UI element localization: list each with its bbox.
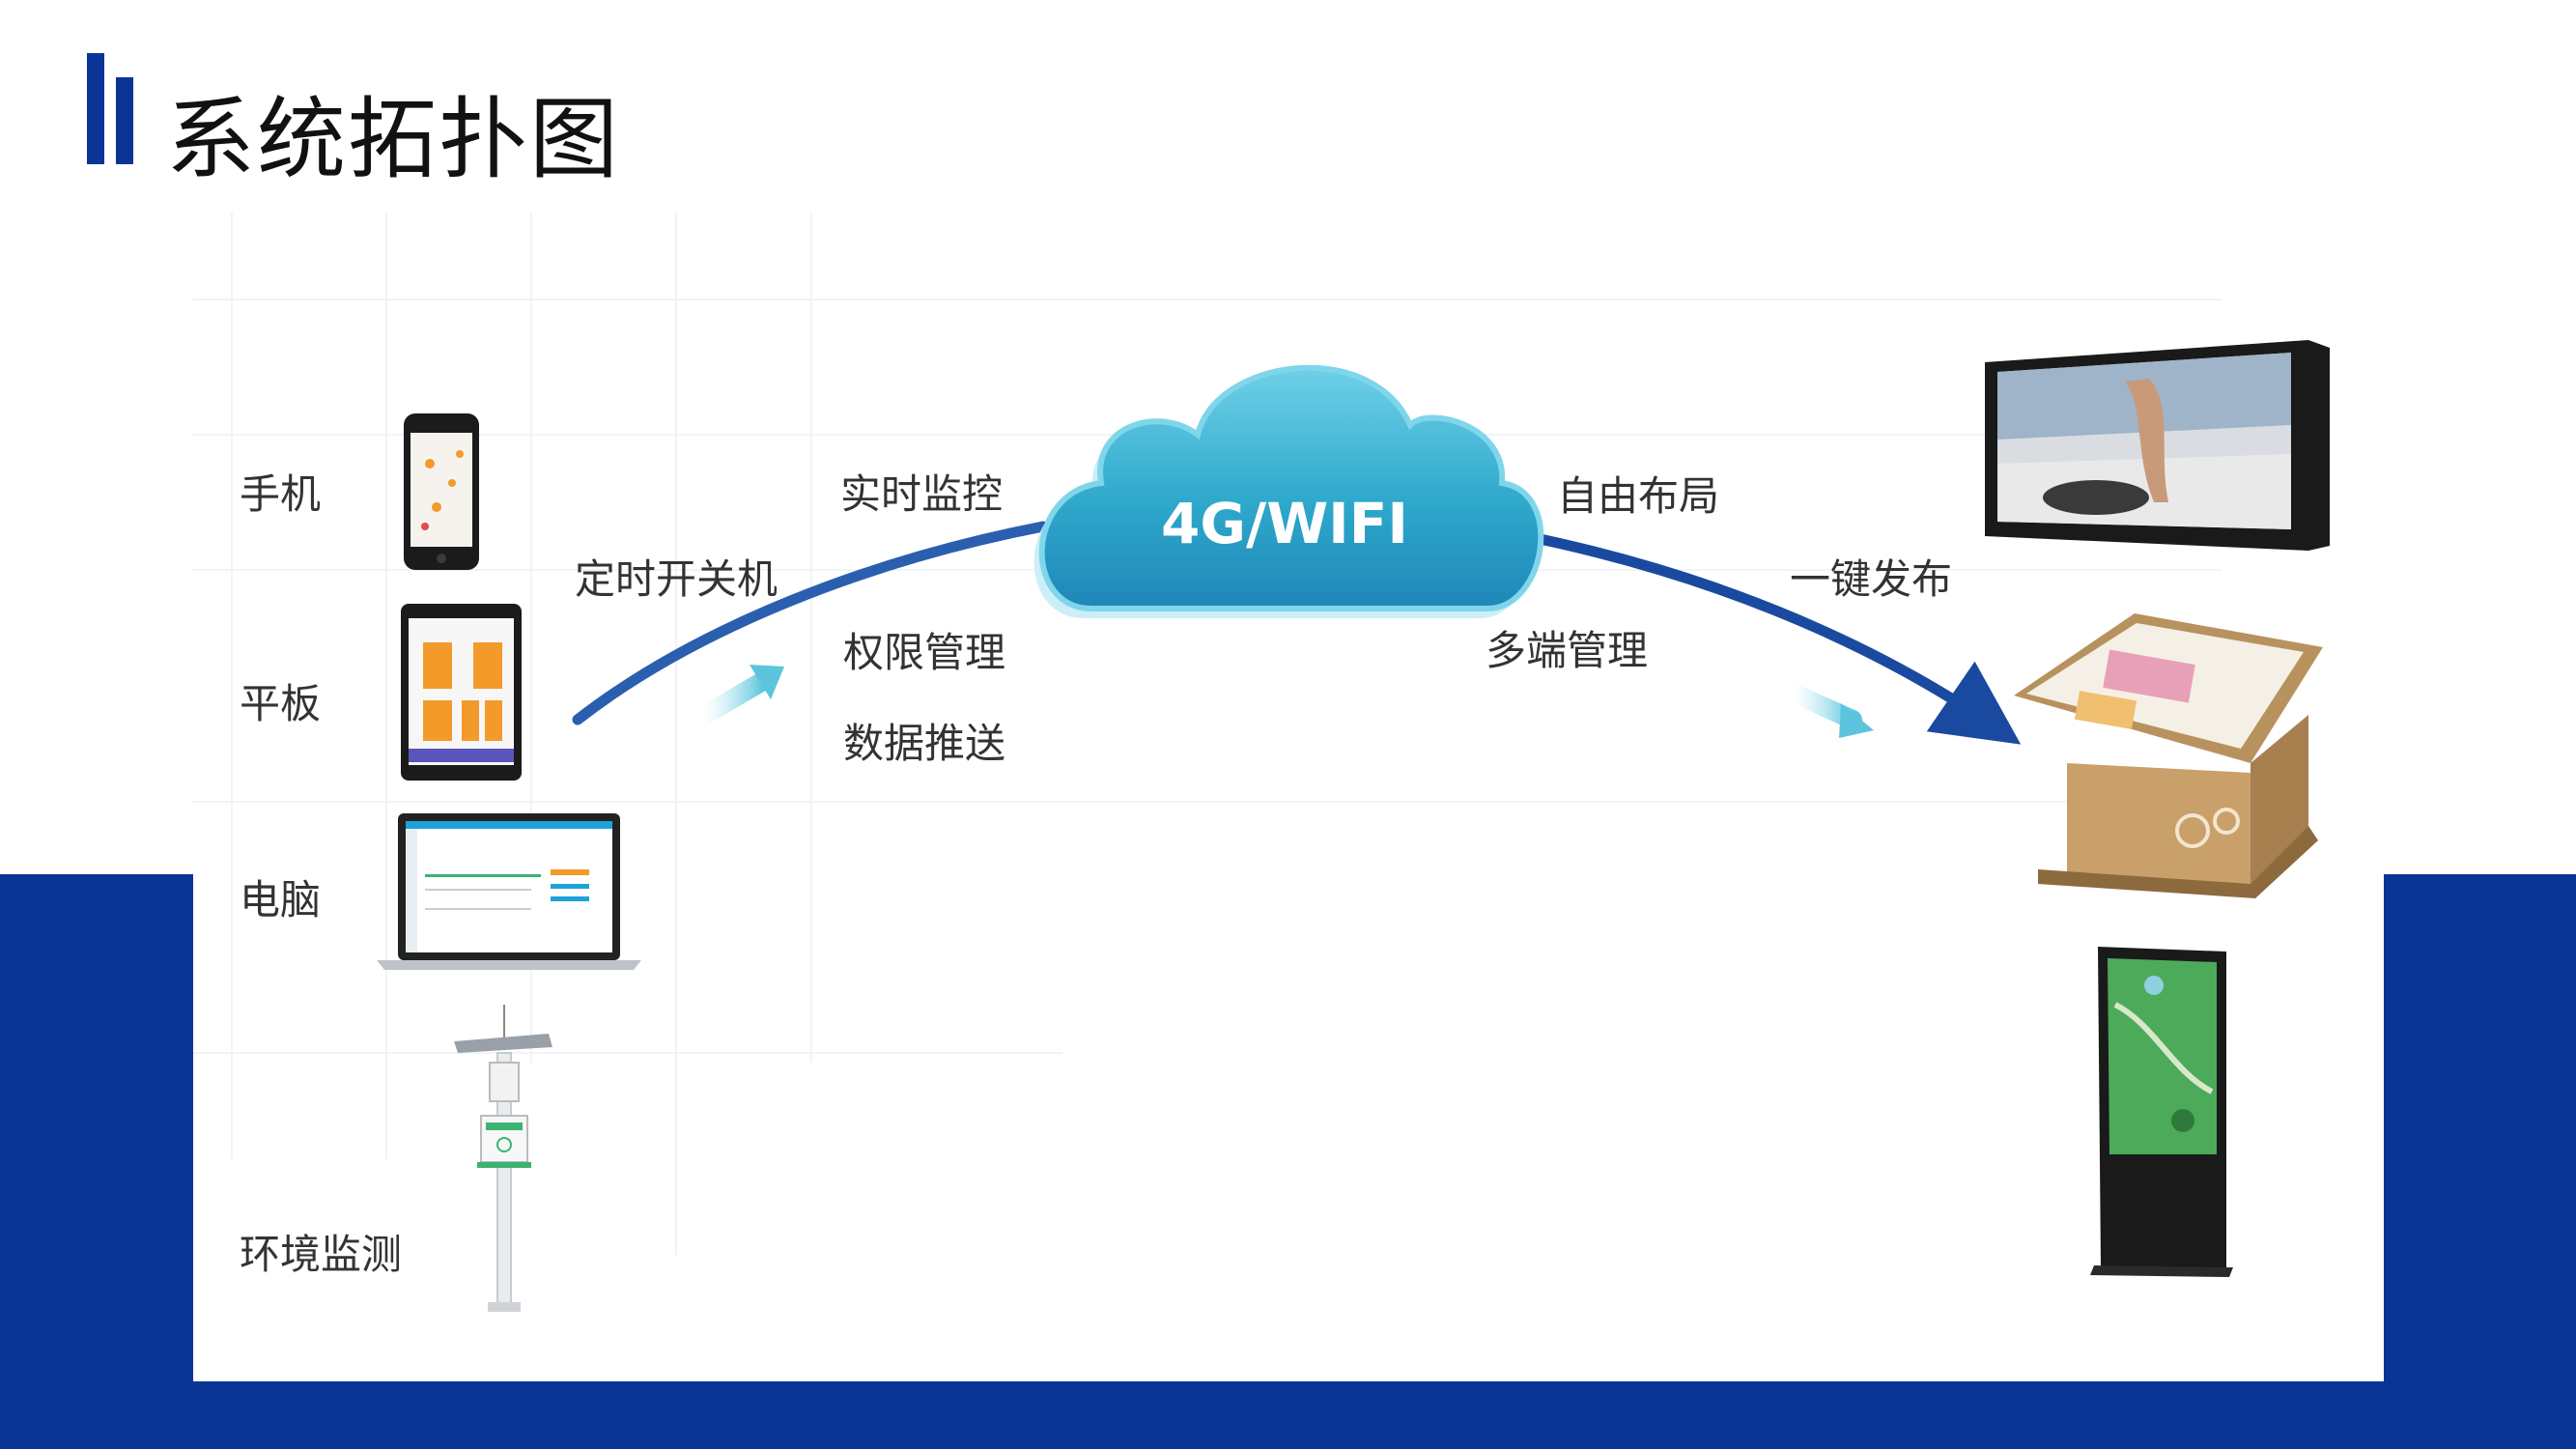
cloud-icon <box>1033 364 1544 618</box>
wall-display-icon <box>1985 340 2330 551</box>
cloud-label: 4G/WIFI <box>1161 491 1408 556</box>
device-label-phone: 手机 <box>240 470 322 518</box>
tablet-icon <box>401 604 522 781</box>
smartphone-icon <box>404 413 479 570</box>
feature-one-click-publish: 一键发布 <box>1790 555 1953 603</box>
uplink-arc <box>572 521 1049 725</box>
feature-realtime-monitoring: 实时监控 <box>840 470 1004 518</box>
frame-bottom-band <box>0 1381 2576 1449</box>
frame-right-band <box>2384 874 2576 1449</box>
soft-arrow-left <box>695 665 784 724</box>
title-accent-icon <box>87 53 137 164</box>
vertical-signage-icon <box>2090 947 2233 1277</box>
feature-data-push: 数据推送 <box>843 720 1006 767</box>
feature-multi-terminal-management: 多端管理 <box>1486 627 1649 674</box>
weather-station-icon <box>454 1005 552 1312</box>
feature-scheduled-power: 定时开关机 <box>575 555 778 603</box>
device-label-tablet: 平板 <box>240 680 322 727</box>
device-label-computer: 电脑 <box>240 876 322 923</box>
page-title: 系统拓扑图 <box>166 88 621 191</box>
laptop-icon <box>377 813 641 970</box>
frame-left-band <box>0 874 193 1449</box>
touch-kiosk-icon <box>2014 613 2323 898</box>
downlink-arrow <box>1520 530 2022 745</box>
feature-permission-management: 权限管理 <box>843 629 1006 676</box>
device-label-environment-monitor: 环境监测 <box>240 1231 403 1278</box>
soft-arrow-right <box>1785 684 1874 738</box>
feature-free-layout: 自由布局 <box>1557 472 1720 520</box>
